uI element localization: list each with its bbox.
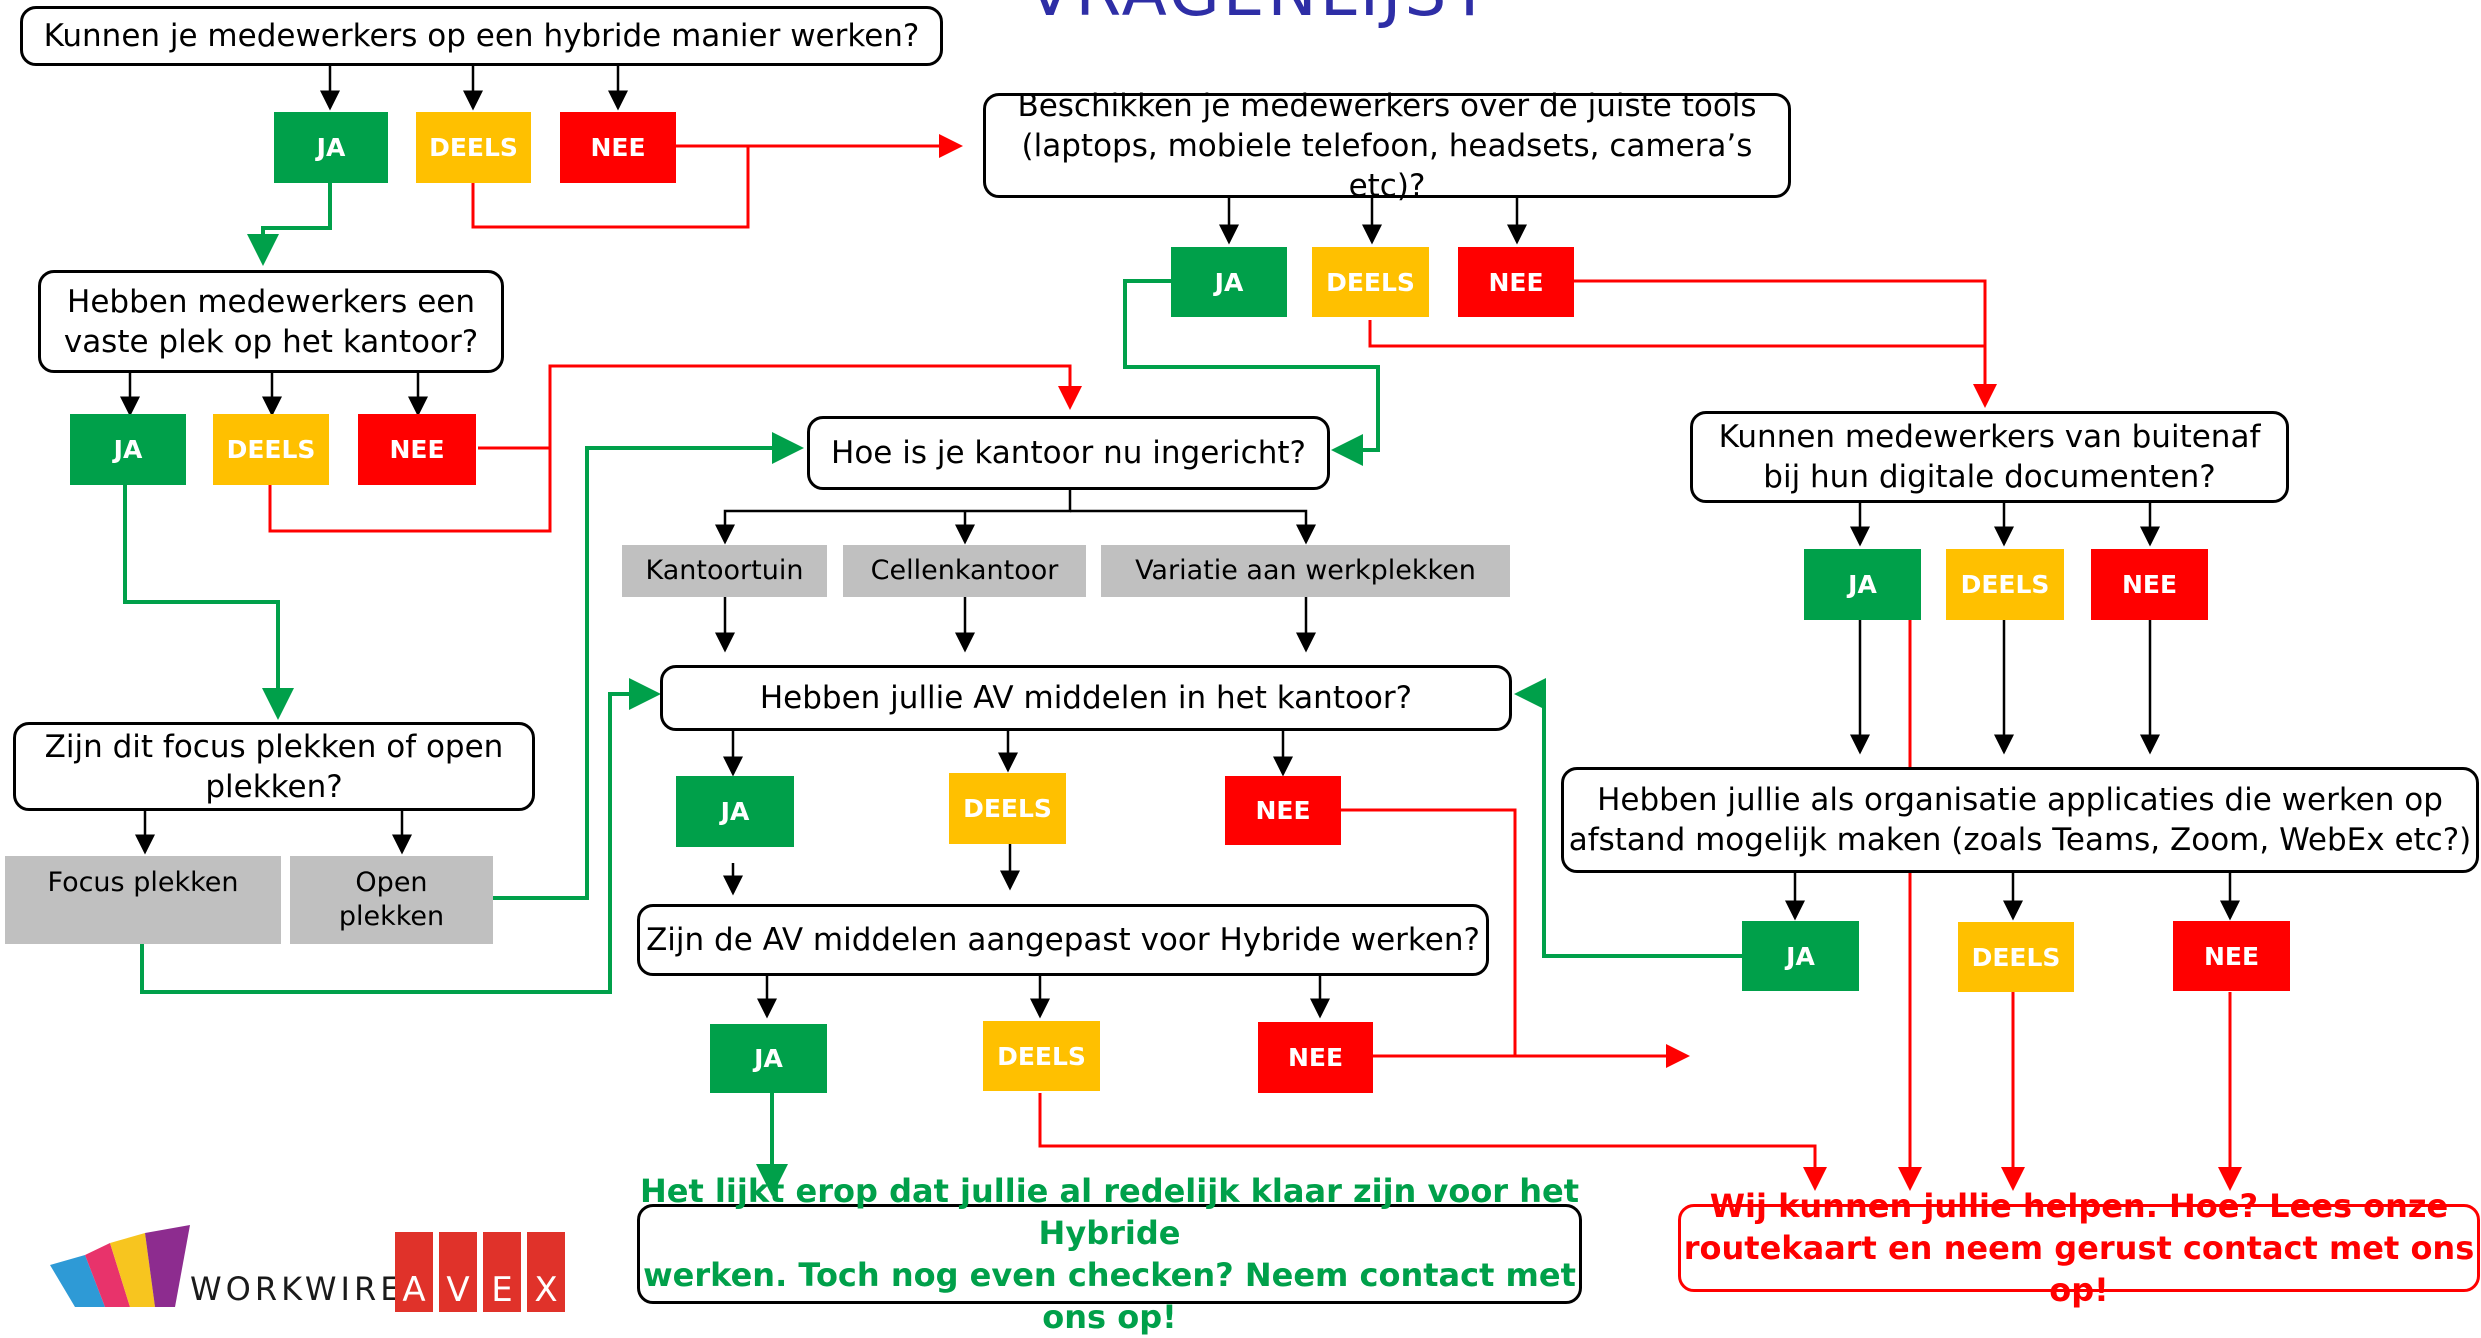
answer-deels[interactable]: DEELS: [949, 773, 1066, 844]
answer-ja[interactable]: JA: [274, 112, 388, 183]
avex-letter: V: [439, 1232, 477, 1312]
question-fixed-desk: Hebben medewerkers een vaste plek op het…: [38, 270, 504, 373]
question-hybrid-work: Kunnen je medewerkers op een hybride man…: [20, 6, 943, 66]
answer-nee[interactable]: NEE: [1458, 247, 1574, 317]
answer-ja[interactable]: JA: [1804, 549, 1921, 620]
outcome-ready: Het lijkt erop dat jullie al redelijk kl…: [637, 1172, 1582, 1336]
answer-ja[interactable]: JA: [1171, 247, 1287, 317]
flow-connectors: [120, 66, 2242, 1196]
option-focus-plekken[interactable]: Focus plekken: [5, 856, 281, 944]
avex-letter: A: [395, 1232, 433, 1312]
question-tools: Beschikken je medewerkers over de juiste…: [983, 88, 1791, 204]
answer-deels[interactable]: DEELS: [213, 414, 329, 485]
answer-ja[interactable]: JA: [70, 414, 186, 485]
answer-nee[interactable]: NEE: [358, 414, 476, 485]
answer-nee[interactable]: NEE: [2173, 921, 2290, 991]
question-remote-apps: Hebben jullie als organisatie applicatie…: [1561, 767, 2479, 873]
answer-deels[interactable]: DEELS: [1946, 549, 2064, 620]
question-remote-documents: Kunnen medewerkers van buitenaf bij hun …: [1690, 411, 2289, 503]
option-kantoortuin[interactable]: Kantoortuin: [622, 545, 827, 597]
answer-nee[interactable]: NEE: [1225, 776, 1341, 845]
answer-ja[interactable]: JA: [710, 1024, 827, 1093]
avex-letter: X: [527, 1232, 565, 1312]
workwire-logo-text: WORKWIRE: [190, 1270, 405, 1308]
option-cellenkantoor[interactable]: Cellenkantoor: [843, 545, 1086, 597]
answer-nee[interactable]: NEE: [2091, 549, 2208, 620]
question-office-layout: Hoe is je kantoor nu ingericht?: [807, 416, 1330, 490]
answer-ja[interactable]: JA: [1742, 921, 1859, 991]
answer-deels[interactable]: DEELS: [1312, 247, 1429, 317]
option-variatie-werkplekken[interactable]: Variatie aan werkplekken: [1101, 545, 1510, 597]
answer-deels[interactable]: DEELS: [983, 1021, 1100, 1091]
question-av-hybrid: Zijn de AV middelen aangepast voor Hybri…: [637, 904, 1489, 976]
answer-deels[interactable]: DEELS: [416, 112, 531, 183]
option-open-plekken[interactable]: Open plekken: [290, 856, 493, 944]
question-av-equipment: Hebben jullie AV middelen in het kantoor…: [660, 665, 1512, 731]
avex-logo: A V E X: [395, 1232, 565, 1312]
avex-letter: E: [483, 1232, 521, 1312]
answer-nee[interactable]: NEE: [560, 112, 676, 183]
page-title: VRAGENLIJST: [980, 0, 1540, 31]
answer-ja[interactable]: JA: [676, 776, 794, 847]
question-focus-or-open: Zijn dit focus plekken of open plekken?: [13, 722, 535, 811]
workwire-logo-icon: [50, 1225, 190, 1307]
outcome-help: Wij kunnen jullie helpen. Hoe? Lees onze…: [1678, 1187, 2480, 1309]
answer-deels[interactable]: DEELS: [1958, 922, 2074, 992]
answer-nee[interactable]: NEE: [1258, 1022, 1373, 1093]
